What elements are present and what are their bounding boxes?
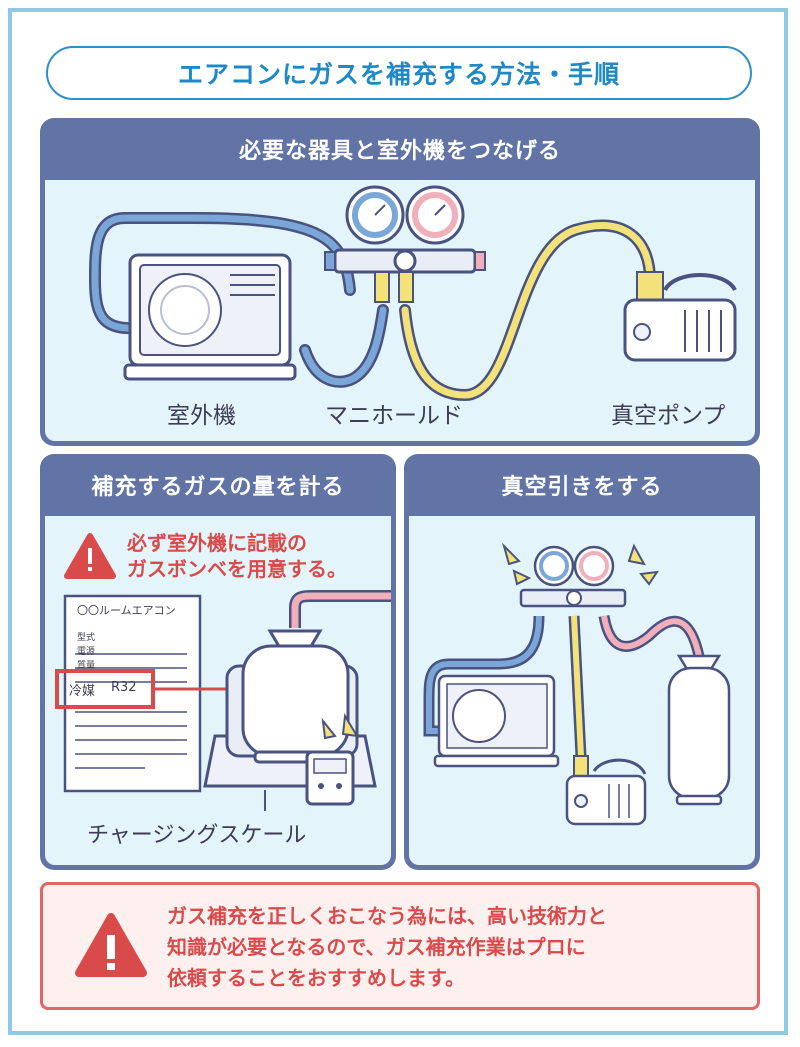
panel-measure-heading: 補充するガスの量を計る	[91, 475, 345, 500]
pink-hose	[601, 615, 702, 657]
alert-mark-icon	[627, 543, 646, 566]
outdoor-unit-icon	[123, 253, 297, 381]
panel-vacuum-body	[409, 516, 755, 865]
yellow-hose	[571, 615, 584, 757]
warning-line-2: ガスボンベを用意する。	[127, 557, 347, 581]
alert-mark-icon	[512, 569, 532, 586]
panel-connect-heading: 必要な器具と室外機をつなげる	[238, 139, 561, 164]
label-outdoor-unit: 室外機	[167, 403, 236, 429]
vacuum-pump-icon	[565, 755, 647, 826]
spec-row-model: 型式	[77, 633, 96, 643]
spec-sheet	[63, 594, 202, 793]
panel-vacuum-heading: 真空引きをする	[501, 475, 663, 500]
gas-cylinder-icon	[667, 654, 731, 806]
connect-illustration	[88, 185, 737, 402]
vacuum-illustration	[423, 542, 731, 826]
manifold-gauge-icon	[324, 185, 486, 303]
alert-mark-icon	[639, 570, 660, 586]
measure-illustration	[55, 533, 391, 811]
blue-hose-2	[301, 306, 387, 386]
scale-display-icon	[305, 750, 355, 806]
panel-connect-equipment: 必要な器具と室外機をつなげる	[40, 118, 760, 446]
notice-text: ガス補充を正しくおこなう為には、高い技術力と 知識が必要となるので、ガス補充作業…	[167, 901, 607, 994]
spec-sheet-title: 〇〇ルームエアコン	[77, 604, 176, 617]
panel-measure-gas: 補充するガスの量を計る	[40, 454, 396, 870]
spec-row-weight: 質量	[77, 661, 96, 671]
refrigerant-label: 冷媒	[69, 684, 96, 699]
manifold-gauge-icon	[519, 545, 627, 608]
caution-notice: ガス補充を正しくおこなう為には、高い技術力と 知識が必要となるので、ガス補充作業…	[40, 882, 760, 1010]
label-charging-scale: チャージングスケール	[87, 823, 307, 848]
title-banner: エアコンにガスを補充する方法・手順	[46, 46, 752, 100]
blue-hose	[91, 214, 354, 332]
alert-mark-icon	[502, 542, 521, 566]
panel-connect-body: 室外機 マニホールド 真空ポンプ	[45, 180, 755, 441]
panel-vacuum: 真空引きをする	[404, 454, 760, 870]
gas-cylinder-icon	[241, 629, 350, 764]
label-vacuum-pump: 真空ポンプ	[611, 403, 726, 429]
blue-hose	[426, 615, 542, 734]
notice-line-1: ガス補充を正しくおこなう為には、高い技術力と	[167, 904, 607, 928]
label-manifold: マニホールド	[325, 403, 463, 429]
warning-triangle-icon	[64, 533, 116, 579]
warning-triangle-icon	[75, 913, 147, 977]
page-title: エアコンにガスを補充する方法・手順	[177, 60, 620, 89]
refrigerant-value: R32	[111, 680, 137, 695]
yellow-hose	[401, 222, 654, 399]
notice-line-3: 依頼することをおすすめします。	[167, 966, 465, 990]
warning-line-1: 必ず室外機に記載の	[127, 531, 307, 555]
pink-hose	[291, 592, 391, 628]
spec-row-power: 電源	[77, 647, 96, 657]
alert-mark-icon	[321, 717, 337, 740]
outdoor-unit-icon	[433, 674, 560, 768]
alert-mark-icon	[341, 712, 359, 738]
notice-line-2: 知識が必要となるので、ガス補充作業はプロに	[167, 935, 586, 959]
pink-hose-outline	[289, 590, 391, 628]
vacuum-pump-icon	[623, 271, 737, 362]
panel-measure-body: 必ず室外機に記載の ガスボンベを用意する。 〇〇ルームエアコン 型式 電源 質量…	[45, 516, 391, 865]
